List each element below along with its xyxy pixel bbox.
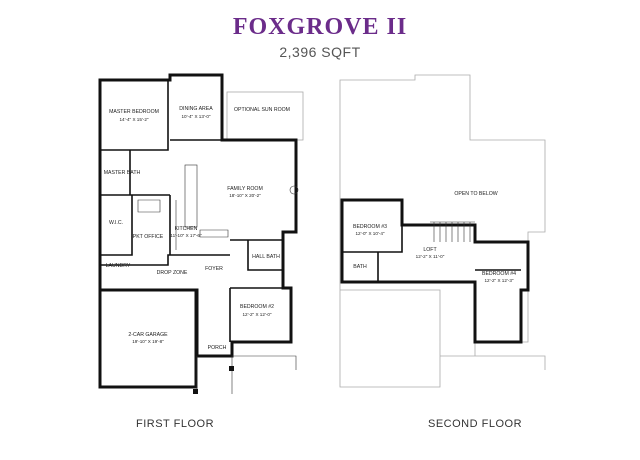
svg-text:LAUNDRY: LAUNDRY <box>106 263 131 269</box>
room-label: LOFT <box>423 247 437 253</box>
room-label: BATH <box>353 264 367 270</box>
room-dims: 12'-2" X 11'-0" <box>416 254 445 259</box>
first-floor-interior-walls <box>99 80 283 342</box>
second-floor-plan: OPEN TO BELOW BEDROOM #3 12'-0" X 10'-4"… <box>339 74 546 388</box>
room-label: KITCHEN <box>175 226 198 232</box>
svg-text:FOYER: FOYER <box>205 266 223 272</box>
room-dims: 12'-0" X 10'-4" <box>355 231 384 236</box>
room-label: HALL BATH <box>252 254 280 260</box>
sun-room-outline <box>226 91 304 141</box>
plan-title: FOXGROVE II <box>232 14 408 40</box>
room-dims: 18'-10" X 20'-2" <box>229 193 261 198</box>
svg-text:DROP ZONE: DROP ZONE <box>157 270 188 276</box>
floor-below-outline <box>339 74 546 388</box>
room-dims: 12'-2" X 12'-0" <box>242 312 271 317</box>
porch-post <box>229 366 234 371</box>
svg-text:12'-2" X 12'-0": 12'-2" X 12'-0" <box>242 312 271 317</box>
svg-text:FAMILY ROOM: FAMILY ROOM <box>227 186 263 192</box>
svg-text:BEDROOM #3: BEDROOM #3 <box>353 224 387 230</box>
svg-text:11'-10" X 17'-6": 11'-10" X 17'-6" <box>170 233 202 238</box>
svg-text:PKT OFFICE: PKT OFFICE <box>133 234 164 240</box>
first-floor-label: FIRST FLOOR <box>136 418 215 430</box>
svg-text:KITCHEN: KITCHEN <box>175 226 198 232</box>
svg-text:10'-4" X 13'-0": 10'-4" X 13'-0" <box>181 114 210 119</box>
room-dims: 10'-4" X 13'-0" <box>181 114 210 119</box>
room-label: W.I.C. <box>109 220 123 226</box>
stair-treads <box>430 221 475 242</box>
room-label: MASTER BATH <box>104 170 141 176</box>
svg-text:MASTER BEDROOM: MASTER BEDROOM <box>109 109 159 115</box>
room-label: BEDROOM #2 <box>240 304 274 310</box>
svg-text:19'-10" X 19'-8": 19'-10" X 19'-8" <box>132 339 164 344</box>
room-dims: 11'-10" X 17'-6" <box>170 233 202 238</box>
room-label: MASTER BEDROOM <box>109 109 159 115</box>
svg-text:2-CAR GARAGE: 2-CAR GARAGE <box>128 332 168 338</box>
room-label: BEDROOM #4 <box>482 271 516 277</box>
svg-text:W.I.C.: W.I.C. <box>109 220 123 226</box>
svg-text:14'-4" X 15'-2": 14'-4" X 15'-2" <box>119 117 148 122</box>
room-dims: 12'-2" X 12'-3" <box>484 278 513 283</box>
room-label: FOYER <box>205 266 223 272</box>
room-label: FAMILY ROOM <box>227 186 263 192</box>
svg-text:HALL BATH: HALL BATH <box>252 254 280 260</box>
room-dims: 19'-10" X 19'-8" <box>132 339 164 344</box>
svg-text:OPEN TO BELOW: OPEN TO BELOW <box>454 191 497 197</box>
svg-text:18'-10" X 20'-2": 18'-10" X 20'-2" <box>229 193 261 198</box>
room-dims: 14'-4" X 15'-2" <box>119 117 148 122</box>
svg-text:MASTER BATH: MASTER BATH <box>104 170 141 176</box>
room-label: 2-CAR GARAGE <box>128 332 168 338</box>
room-label: PORCH <box>208 345 227 351</box>
svg-text:PORCH: PORCH <box>208 345 227 351</box>
room-label: LAUNDRY <box>106 263 131 269</box>
porch-outline <box>196 355 297 394</box>
garage-wall <box>98 290 198 389</box>
room-label: DINING AREA <box>179 106 213 112</box>
svg-text:BEDROOM #2: BEDROOM #2 <box>240 304 274 310</box>
room-label: OPEN TO BELOW <box>454 191 497 197</box>
kitchen-island <box>184 164 198 228</box>
room-label: BEDROOM #3 <box>353 224 387 230</box>
svg-text:12'-2" X 11'-0": 12'-2" X 11'-0" <box>416 254 445 259</box>
svg-text:BEDROOM #4: BEDROOM #4 <box>482 271 516 277</box>
room-label: OPTIONAL SUN ROOM <box>234 107 290 113</box>
second-floor-interior-walls <box>342 200 521 282</box>
cabinets <box>137 199 229 250</box>
first-floor-plan: MASTER BEDROOM 14'-4" X 15'-2" DINING AR… <box>98 73 304 394</box>
svg-text:12'-0" X 10'-4": 12'-0" X 10'-4" <box>355 231 384 236</box>
svg-text:LOFT: LOFT <box>423 247 437 253</box>
room-label: PKT OFFICE <box>133 234 164 240</box>
svg-text:BATH: BATH <box>353 264 367 270</box>
svg-text:DINING AREA: DINING AREA <box>179 106 213 112</box>
fireplace <box>289 185 299 195</box>
svg-text:12'-2" X 12'-3": 12'-2" X 12'-3" <box>484 278 513 283</box>
svg-text:OPTIONAL SUN ROOM: OPTIONAL SUN ROOM <box>234 107 290 113</box>
square-footage: 2,396 SQFT <box>279 44 361 60</box>
second-floor-label: SECOND FLOOR <box>428 418 523 430</box>
porch-post <box>193 389 198 394</box>
room-label: DROP ZONE <box>157 270 188 276</box>
